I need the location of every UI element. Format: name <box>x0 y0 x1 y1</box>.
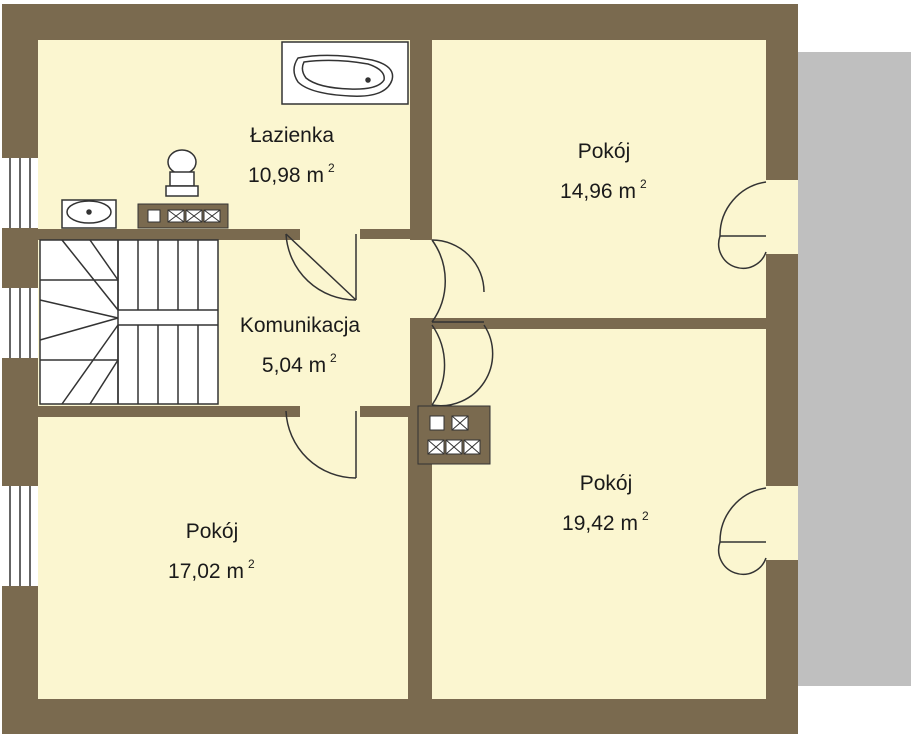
room-unit: m <box>226 560 244 583</box>
wall-ne-se <box>410 318 766 329</box>
room-unit-exp: 2 <box>330 351 337 365</box>
room-name: Pokój <box>578 140 631 163</box>
floor-pokoj-se <box>432 329 766 699</box>
door-terrace-se <box>717 487 767 576</box>
sink-icon <box>61 199 117 229</box>
room-unit: m <box>306 164 324 187</box>
svg-text:14,96 m: 14,96 m <box>560 180 636 203</box>
wall-bath-corridor-right <box>360 229 432 239</box>
room-name: Łazienka <box>250 124 334 147</box>
opening-ne <box>766 180 798 254</box>
bathtub-icon <box>281 41 409 105</box>
opening-se <box>766 486 798 560</box>
wall-corridor-right-lower <box>410 329 432 409</box>
room-area: 17,02 <box>168 560 221 583</box>
room-unit-exp: 2 <box>328 161 335 175</box>
label-pokoj-se: Pokój 19,42 m 2 <box>562 472 649 535</box>
wall-bath-corridor-left <box>38 229 286 239</box>
door-pokoj-ne <box>431 239 485 323</box>
staircase <box>39 239 219 405</box>
window-corridor <box>2 288 38 358</box>
room-unit-exp: 2 <box>248 557 255 571</box>
label-lazienka: Łazienka 10,98 m 2 <box>248 124 335 187</box>
room-unit-exp: 2 <box>640 177 647 191</box>
svg-text:10,98 m: 10,98 m <box>248 164 324 187</box>
svg-text:19,42 m: 19,42 m <box>562 512 638 535</box>
label-komunikacja: Komunikacja 5,04 m 2 <box>240 314 361 377</box>
toilet-icon <box>165 149 199 197</box>
svg-text:17,02 m: 17,02 m <box>168 560 244 583</box>
window-bath <box>2 158 38 228</box>
wall-corridor-sw-left <box>38 406 286 417</box>
door-bath <box>285 233 357 301</box>
room-name: Pokój <box>186 520 239 543</box>
room-area: 14,96 <box>560 180 613 203</box>
room-area: 5,04 <box>262 354 303 377</box>
wall-corridor-sw-right <box>360 406 432 417</box>
svg-text:5,04 m: 5,04 m <box>262 354 326 377</box>
room-area: 19,42 <box>562 512 615 535</box>
label-pokoj-ne: Pokój 14,96 m 2 <box>560 140 647 203</box>
room-name: Pokój <box>580 472 633 495</box>
room-unit: m <box>620 512 638 535</box>
room-unit: m <box>309 354 327 377</box>
window-pokoj-sw <box>2 486 38 586</box>
floor-pokoj-ne <box>432 40 766 318</box>
wall-bath-right <box>410 40 432 240</box>
chimney-bath <box>137 203 229 229</box>
door-pokoj-se <box>431 324 494 407</box>
door-pokoj-sw <box>285 410 357 479</box>
room-unit-exp: 2 <box>642 509 649 523</box>
room-area: 10,98 <box>248 164 301 187</box>
terrace <box>790 52 911 686</box>
door-terrace-ne <box>717 181 767 270</box>
chimney-pokoj-se <box>417 405 491 465</box>
room-name: Komunikacja <box>240 314 361 337</box>
room-unit: m <box>618 180 636 203</box>
floor-pokoj-sw <box>38 417 408 699</box>
label-pokoj-sw: Pokój 17,02 m 2 <box>168 520 255 583</box>
